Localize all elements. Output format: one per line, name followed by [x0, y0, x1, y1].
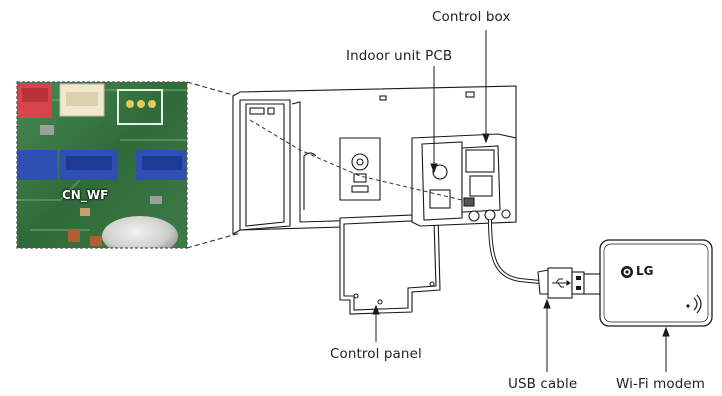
control-panel: [340, 214, 440, 314]
lg-logo: [621, 266, 633, 278]
cn-wf-label: CN_WF: [62, 188, 108, 202]
usb-cable: [490, 220, 600, 298]
zoom-guide-lines: [187, 82, 240, 248]
coin-battery: [102, 216, 178, 256]
modem-brand-text: LG: [636, 264, 654, 278]
pcb-closeup-photo: [17, 82, 187, 256]
label-usb-cable: USB cable: [508, 376, 577, 392]
control-box: [412, 134, 516, 226]
label-control-panel: Control panel: [330, 346, 422, 362]
label-control-box: Control box: [432, 9, 511, 25]
label-indoor-pcb: Indoor unit PCB: [346, 48, 452, 64]
wifi-modem: [600, 240, 712, 326]
blue-connector-left: [17, 150, 57, 180]
label-wifi-modem: Wi-Fi modem: [616, 376, 705, 392]
